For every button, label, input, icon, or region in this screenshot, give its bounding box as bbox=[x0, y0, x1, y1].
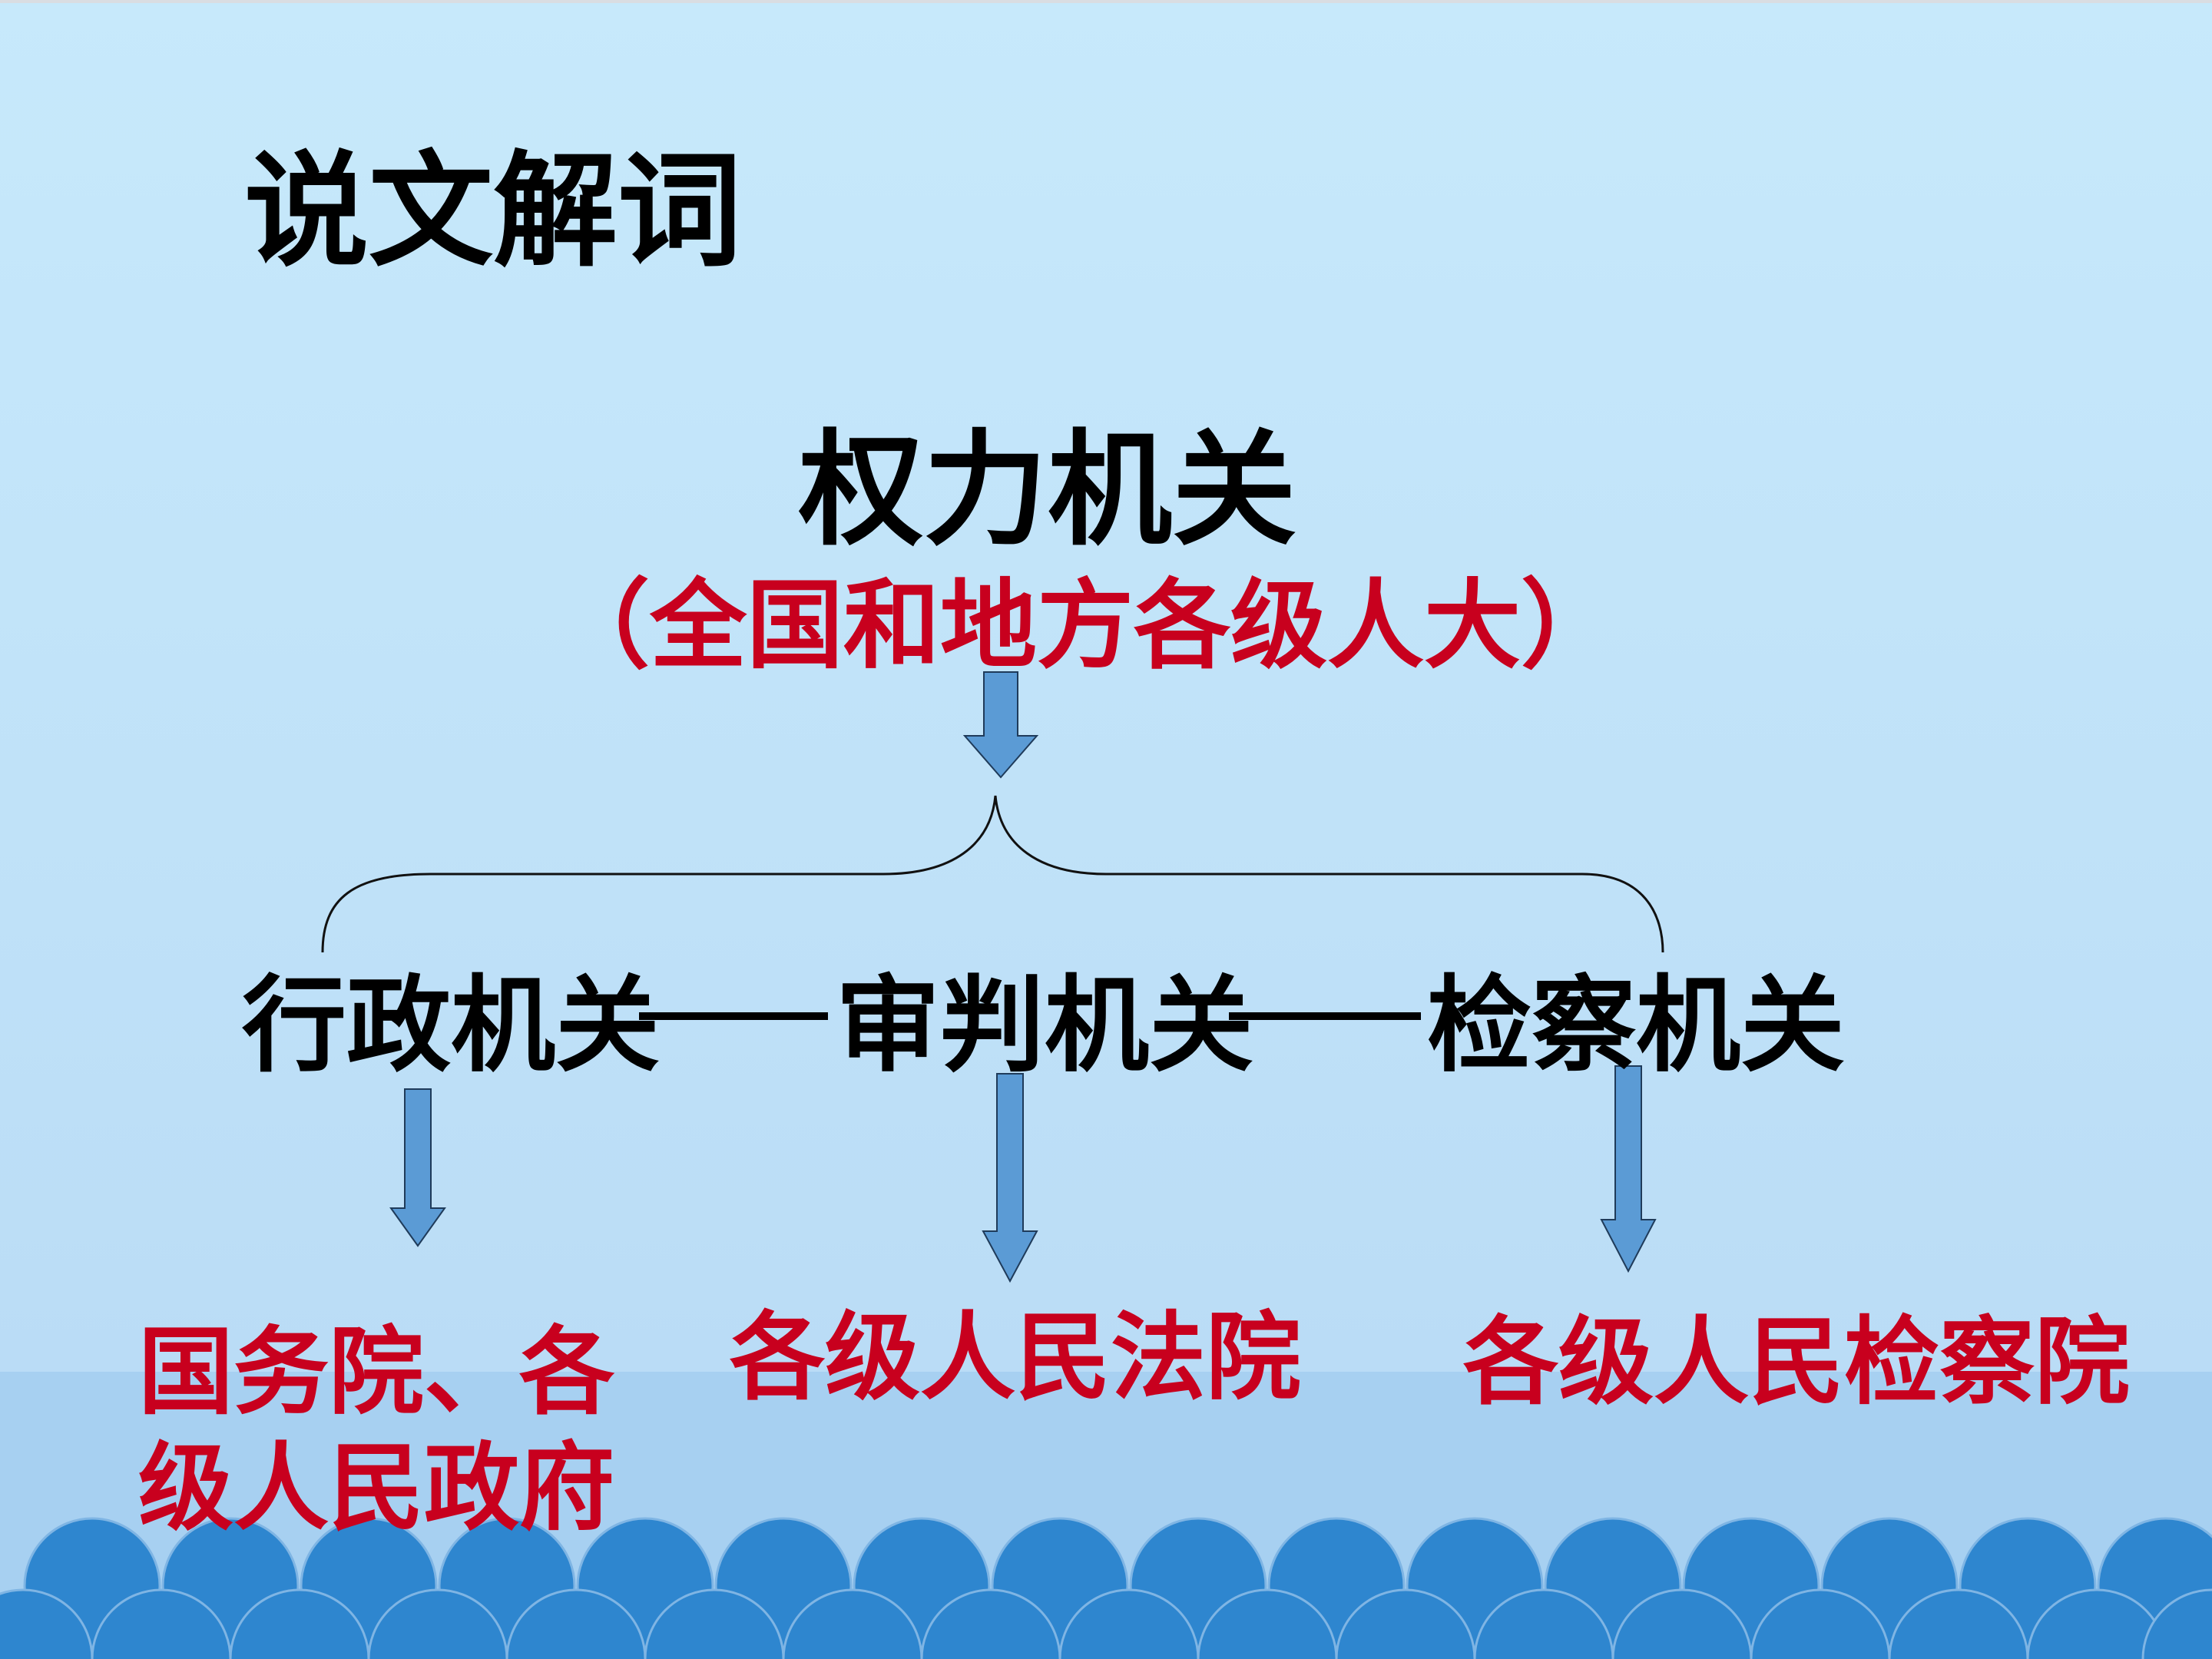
leaf-courts: 各级人民法院 bbox=[730, 1303, 1302, 1413]
root-node-subtitle: （全国和地方各级人大） bbox=[553, 569, 1618, 682]
branch-procuratorial: 检察机关 bbox=[1427, 965, 1845, 1087]
arrow-branch1-down bbox=[389, 1088, 446, 1247]
leaf-executive-bodies: 国务院、各级人民政府 bbox=[138, 1317, 615, 1545]
top-border bbox=[0, 0, 2212, 3]
slide-heading: 说文解词 bbox=[244, 140, 742, 284]
brace-connector bbox=[321, 795, 1664, 953]
root-node-title: 权力机关 bbox=[799, 419, 1296, 563]
arrow-branch2-down bbox=[982, 1073, 1038, 1283]
arrow-branch3-down bbox=[1600, 1065, 1657, 1273]
leaf-procuratorates: 各级人民检察院 bbox=[1463, 1307, 2131, 1418]
branch-executive: 行政机关 bbox=[242, 965, 660, 1087]
dash-separator-2 bbox=[1229, 1012, 1421, 1020]
branch-judicial: 审判机关 bbox=[836, 965, 1253, 1087]
arrow-root-down bbox=[962, 671, 1039, 779]
dash-separator-1 bbox=[639, 1012, 828, 1020]
